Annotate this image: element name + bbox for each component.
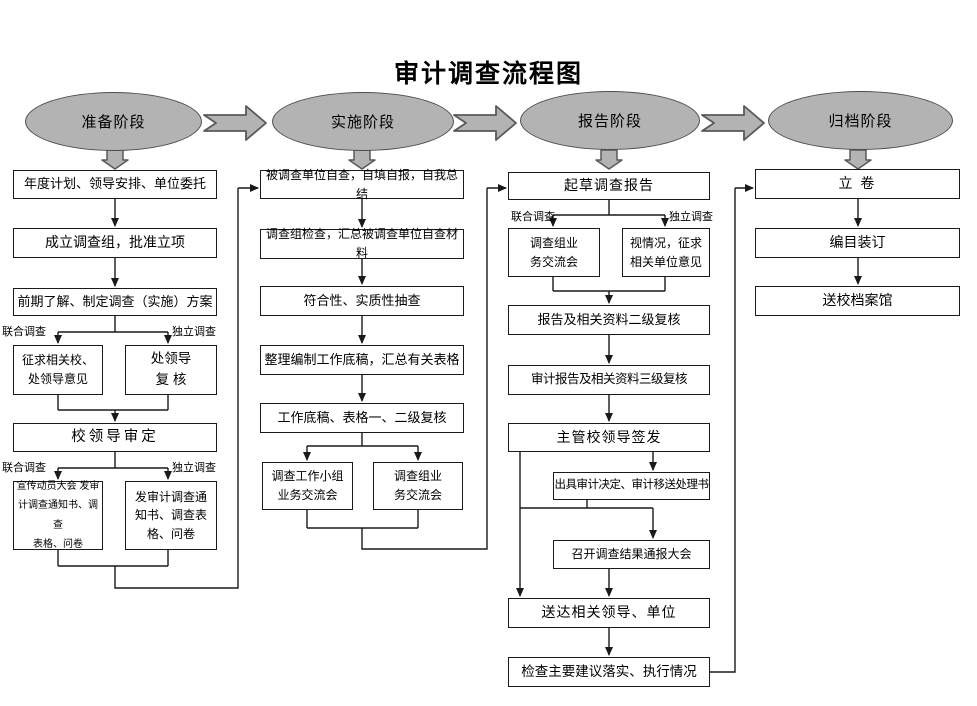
node-seek-school-dept-opinions: 征求相关校、 处领导意见 xyxy=(13,345,103,395)
branch-label-joint: 联合调查 xyxy=(511,211,555,223)
branch-label-joint: 联合调查 xyxy=(2,326,46,338)
node-team-exchange-meeting: 调查组业 务交流会 xyxy=(508,228,600,277)
phase-arrow-right-icon xyxy=(701,105,765,141)
phase-ellipse-reporting: 报告阶段 xyxy=(520,91,700,150)
node-mobilization-meeting-notice: 宣传动员大会 发审 计调查通知书、调查 表格、问卷 xyxy=(13,481,103,550)
phase-ellipse-archiving: 归档阶段 xyxy=(768,91,953,150)
node-compliance-substantive-sampling: 符合性、实质性抽查 xyxy=(260,286,464,316)
connector-path xyxy=(57,188,736,673)
node-leader-signoff: 主管校领导签发 xyxy=(508,423,710,452)
node-team-exchange-meeting: 调查组业 务交流会 xyxy=(373,462,463,510)
phase-arrow-right-icon xyxy=(203,105,267,141)
node-team-check-summarize-materials: 调查组检查，汇总被调查单位自查材料 xyxy=(260,227,464,260)
node-send-to-archives: 送校档案馆 xyxy=(755,286,960,316)
node-draft-investigation-report: 起草调查报告 xyxy=(508,172,710,200)
phase-ellipse-preparation: 准备阶段 xyxy=(25,92,202,151)
phase-arrow-down-icon xyxy=(595,149,623,170)
node-report-third-level-review: 审计报告及相关资料三级复核 xyxy=(508,365,710,395)
node-issue-audit-notice-forms: 发审计调查通 知书、调查表 格、问卷 xyxy=(125,481,217,550)
branch-label-independent: 独立调查 xyxy=(669,211,713,223)
node-file-establishment: 立 卷 xyxy=(755,169,960,199)
phase-arrow-right-icon xyxy=(453,105,517,141)
node-working-papers-review: 工作底稿、表格一、二级复核 xyxy=(260,403,464,433)
phase-arrow-down-icon xyxy=(348,149,376,170)
node-workgroup-exchange-meeting: 调查工作小组 业务交流会 xyxy=(262,462,353,510)
node-results-briefing-meeting: 召开调查结果通报大会 xyxy=(553,540,710,569)
node-form-investigation-team: 成立调查组，批准立项 xyxy=(13,228,217,258)
node-issue-audit-decision: 出具审计决定、审计移送处理书 xyxy=(553,472,710,500)
node-self-check-self-report: 被调查单位自查，自填自报，自我总结 xyxy=(260,168,464,201)
node-report-second-level-review: 报告及相关资料二级复核 xyxy=(508,305,710,335)
diagram-title: 审计调查流程图 xyxy=(393,60,583,88)
phase-ellipse-implementation: 实施阶段 xyxy=(272,92,454,151)
node-seek-related-unit-opinions: 视情况，征求 相关单位意见 xyxy=(622,228,710,277)
connector-arrows xyxy=(54,184,862,656)
node-catalog-binding: 编目装订 xyxy=(755,228,960,258)
phase-arrow-down-icon xyxy=(844,149,872,170)
phase-arrow-down-icon xyxy=(101,149,129,170)
branch-label-independent: 独立调查 xyxy=(172,326,216,338)
node-prepare-working-papers: 整理编制工作底稿，汇总有关表格 xyxy=(260,345,464,375)
node-dept-leader-review: 处领导 复 核 xyxy=(125,345,217,395)
branch-label-independent: 独立调查 xyxy=(172,462,216,474)
node-annual-plan: 年度计划、领导安排、单位委托 xyxy=(13,170,217,199)
node-school-leader-approval: 校领导审定 xyxy=(13,423,217,452)
node-check-implementation: 检查主要建议落实、执行情况 xyxy=(508,657,710,687)
node-preliminary-plan: 前期了解、制定调查（实施）方案 xyxy=(13,288,217,316)
node-deliver-to-leaders-units: 送达相关领导、单位 xyxy=(508,598,710,628)
branch-label-joint: 联合调查 xyxy=(2,462,46,474)
